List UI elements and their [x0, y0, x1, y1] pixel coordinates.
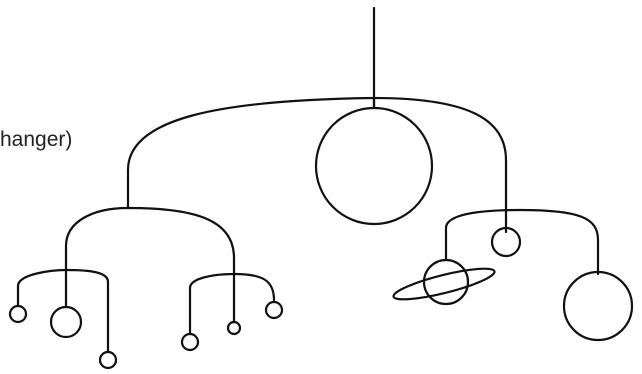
small-circle-1 [10, 306, 26, 322]
left-sub-arch [66, 208, 234, 322]
right-sub-arch [446, 210, 598, 274]
large-circle-center [316, 108, 432, 224]
far-left-arch [18, 270, 108, 352]
small-circle-6 [266, 302, 282, 318]
medium-circle-2 [51, 307, 81, 337]
saturn-planet [391, 260, 496, 305]
large-circle-right [564, 272, 632, 340]
middle-left-arch [190, 274, 274, 334]
small-circle-5 [228, 322, 240, 334]
small-circle-4 [182, 334, 198, 350]
small-circle-3 [100, 352, 116, 368]
